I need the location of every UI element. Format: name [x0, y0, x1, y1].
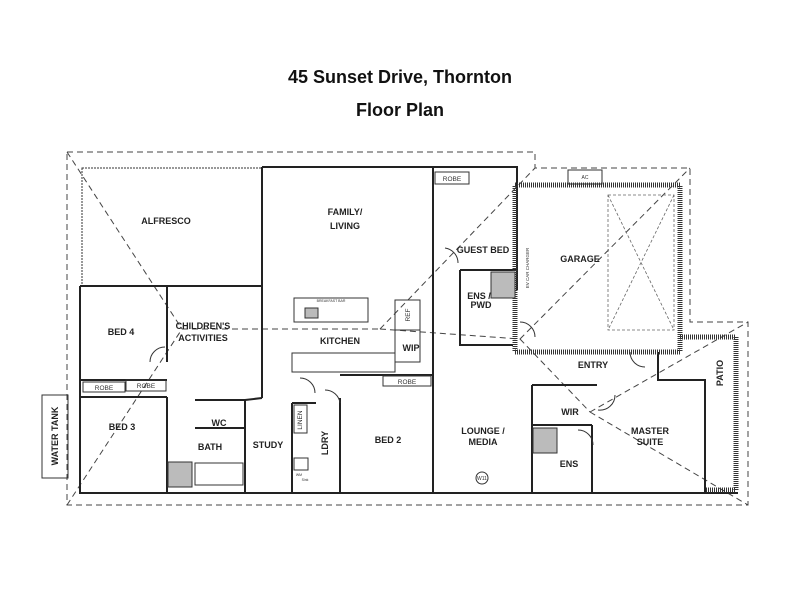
room-garage: GARAGE	[560, 254, 600, 264]
laundry-tub	[293, 457, 309, 471]
label-water-tank: WATER TANK	[50, 406, 60, 465]
room-study: STUDY	[253, 440, 284, 450]
room-lounge-line1: LOUNGE /	[461, 426, 505, 436]
room-children-line1: CHILDREN'S	[176, 321, 231, 331]
room-wc: WC	[212, 418, 227, 428]
room-master-line1: MASTER	[631, 426, 670, 436]
room-robe-bed4: ROBE	[95, 385, 114, 392]
room-kitchen: KITCHEN	[320, 336, 360, 346]
label-linen: LINEN	[297, 410, 304, 429]
room-guest-bed: GUEST BED	[457, 245, 510, 255]
garage-walls	[512, 182, 683, 355]
room-bed3: BED 3	[109, 422, 136, 432]
roof-outline	[66, 151, 749, 506]
room-bath: BATH	[198, 442, 222, 452]
window-tag-w11	[475, 471, 489, 485]
room-ens: ENS	[560, 459, 579, 469]
plan-title: Floor Plan	[355, 100, 444, 120]
roof-ridges	[66, 151, 749, 506]
room-family-line1: FAMILY/	[328, 207, 363, 217]
room-wip: WIP	[403, 343, 420, 353]
robe-guest-box	[434, 171, 470, 185]
room-master-line2: SUITE	[637, 437, 664, 447]
doors	[149, 247, 646, 446]
room-patio: PATIO	[715, 360, 725, 386]
label-breakfast-bar: BREAKFAST BAR	[317, 299, 346, 303]
room-family-line2: LIVING	[330, 221, 360, 231]
room-bed2: BED 2	[375, 435, 402, 445]
room-alfresco: ALFRESCO	[141, 216, 191, 226]
bathtub	[194, 462, 244, 486]
room-ldry: LDRY	[320, 431, 330, 455]
linen-cupboard	[293, 404, 308, 434]
label-ac: AC	[582, 175, 589, 181]
room-ens-pwd-line2: PWD	[471, 300, 492, 310]
shower-master	[532, 427, 558, 454]
room-robe-bed2: ROBE	[398, 379, 417, 386]
garage-car-space	[607, 194, 675, 331]
robe-bed3-box	[125, 379, 167, 392]
robe-bed2-box	[382, 375, 432, 387]
alfresco-area	[81, 167, 263, 287]
patio-wall	[680, 334, 739, 493]
breakfast-bar	[293, 297, 369, 323]
room-bed4: BED 4	[108, 327, 135, 337]
property-address: 45 Sunset Drive, Thornton	[287, 67, 513, 87]
room-wir: WIR	[561, 407, 579, 417]
room-entry: ENTRY	[578, 360, 608, 370]
shower-guest	[490, 271, 516, 299]
water-tank	[41, 394, 69, 479]
room-ens-pwd-line1: ENS /	[467, 291, 491, 301]
ac-unit	[567, 169, 603, 185]
label-w11: W11	[477, 476, 487, 482]
room-robe-guest: ROBE	[443, 176, 462, 183]
label-ev-charger: EV CAR CHARGER	[525, 247, 530, 288]
kitchen-sink	[304, 307, 319, 319]
kitchen-bench	[291, 352, 396, 373]
room-lounge-line2: MEDIA	[469, 437, 499, 447]
room-robe-bed3: ROBE	[137, 383, 156, 390]
robe-bed4-box	[82, 381, 126, 393]
label-sink: Sink	[302, 478, 309, 482]
label-wm: WM	[296, 473, 302, 477]
label-ref: REF	[405, 308, 412, 321]
shower-bath	[167, 461, 193, 488]
room-children-line2: ACTIVITIES	[178, 333, 228, 343]
